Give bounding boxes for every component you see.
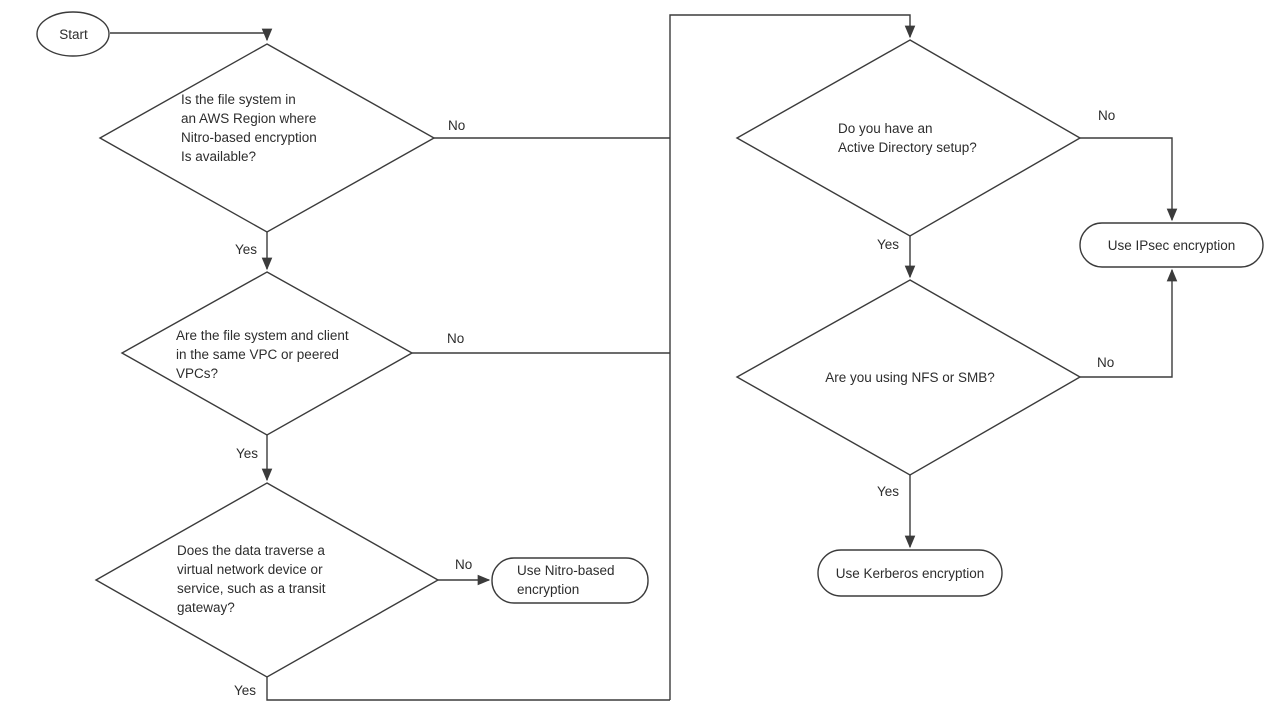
edge-traverse-yes [266, 677, 670, 701]
ipsec-result-node [1079, 222, 1264, 268]
decision-vpc-label: Are the file system and client in the sa… [176, 328, 349, 381]
decision-traverse-node [94, 482, 440, 678]
edge-label-protocol-yes: Yes [877, 484, 900, 499]
edge-start-to-region [110, 28, 273, 42]
edge-label-protocol-no: No [1097, 355, 1115, 370]
ipsec-result-label: Use IPsec encryption [1107, 237, 1236, 253]
edge-label-ad-no: No [1098, 108, 1116, 123]
edge-label-traverse-no: No [455, 557, 473, 572]
edge-label-ad-yes: Yes [877, 237, 900, 252]
decision-region-label: Is the file system in an AWS Region wher… [181, 92, 317, 164]
kerberos-result-node [817, 549, 1003, 597]
nitro-result-node [491, 557, 649, 604]
decision-region-node [98, 43, 436, 233]
edge-label-region-no: No [448, 118, 466, 133]
decision-ad-node [735, 39, 1082, 237]
edge-label-region-yes: Yes [235, 242, 258, 257]
decision-traverse-label: Does the data traverse a virtual network… [177, 543, 326, 615]
edge-label-traverse-yes: Yes [234, 683, 257, 698]
edge-protocol-no [1080, 268, 1178, 378]
start-node [36, 11, 110, 57]
decision-protocol-node [735, 279, 1082, 476]
edge-junction-to-ad [669, 14, 916, 700]
nitro-result-label: Use Nitro-based encryption [517, 563, 615, 597]
decision-vpc-node [120, 271, 414, 436]
edge-label-vpc-no: No [447, 331, 465, 346]
decision-protocol-label: Are you using NFS or SMB? [825, 370, 995, 385]
edge-label-vpc-yes: Yes [236, 446, 259, 461]
edge-ad-no [1080, 137, 1178, 222]
decision-ad-label: Do you have an Active Directory setup? [838, 121, 977, 155]
kerberos-result-label: Use Kerberos encryption [835, 565, 985, 581]
start-label: Start [59, 26, 88, 42]
